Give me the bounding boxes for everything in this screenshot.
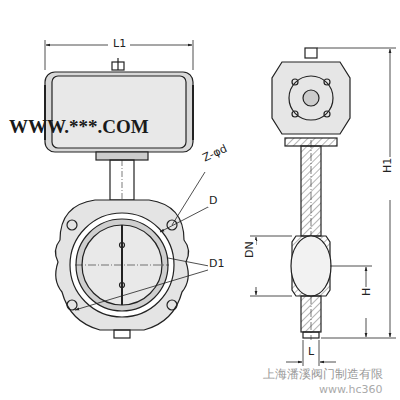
dimension-label: D xyxy=(208,195,218,207)
dimension-label: L xyxy=(307,346,315,358)
valve-body-side xyxy=(285,138,337,340)
actuator-side xyxy=(272,48,350,134)
dimension-label: H1 xyxy=(382,157,394,174)
bracket-neck xyxy=(96,152,148,200)
dimension-label: DN xyxy=(244,240,256,259)
dimension-lines-side xyxy=(250,48,396,366)
dimension-lines-front xyxy=(75,172,210,310)
dimension-label: H xyxy=(361,287,373,297)
valve-body-front xyxy=(55,200,188,338)
watermark: WWW.***.COM xyxy=(8,117,150,138)
dimension-label: D1 xyxy=(208,258,225,270)
dimension-label: L1 xyxy=(112,38,127,50)
actuator-front xyxy=(45,58,193,152)
watermark: 上海潘溪阀门制造有限 xyxy=(262,368,384,381)
dimension-label: Z-φd xyxy=(200,142,230,165)
watermark: www.hc360 xyxy=(318,384,384,396)
